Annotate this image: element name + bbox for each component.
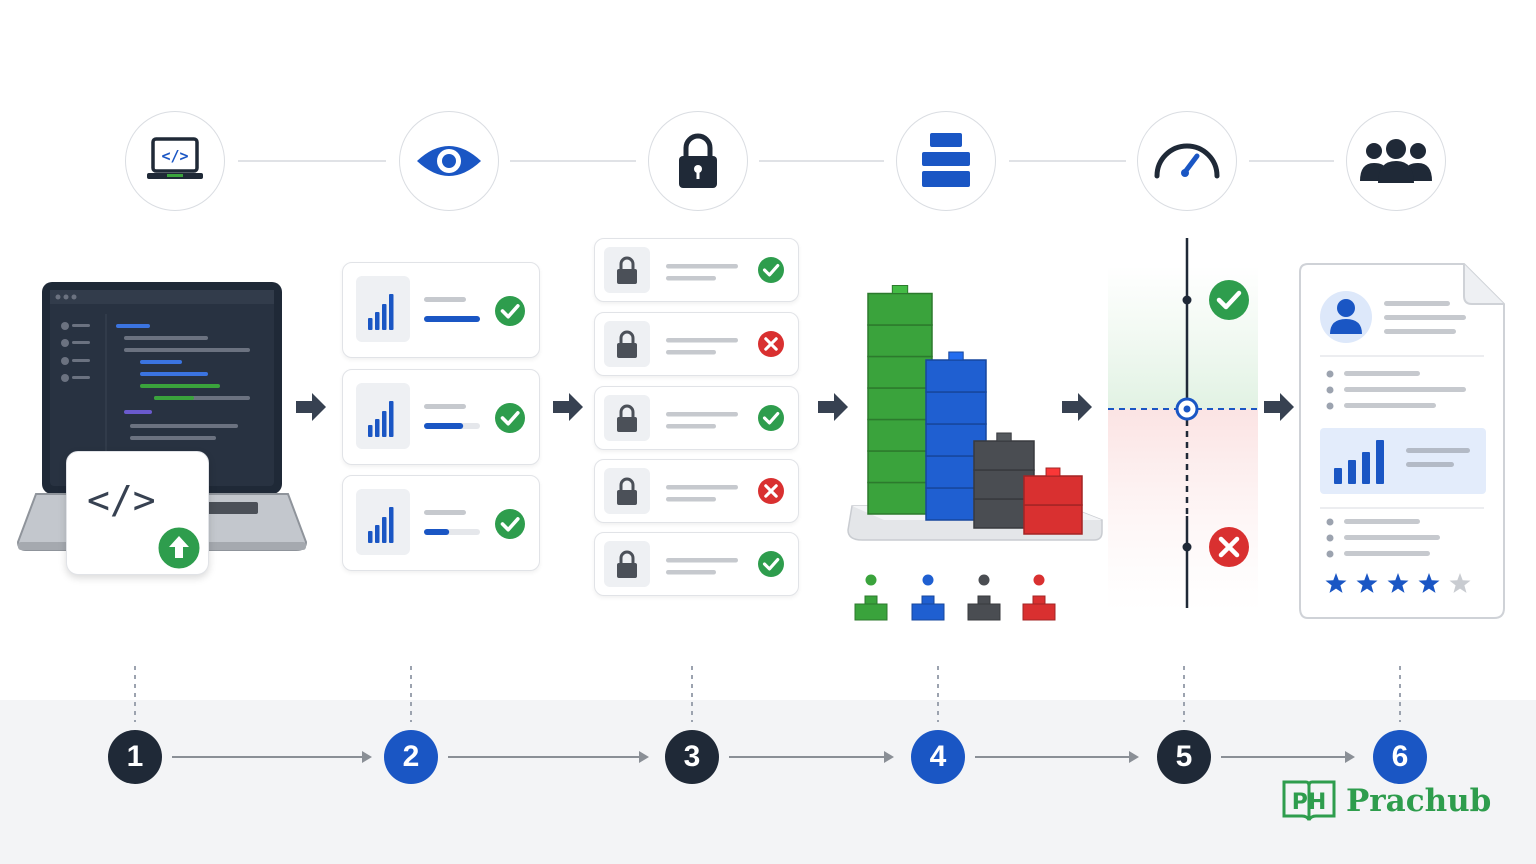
lock-icon	[617, 477, 637, 505]
block-chart	[847, 285, 1103, 621]
security-card-contents	[604, 247, 784, 587]
progress-fill	[424, 316, 480, 322]
security-row	[604, 247, 784, 293]
fail-x-icon	[1209, 527, 1249, 567]
step-5-icon-circle	[1137, 111, 1237, 211]
lock-icon	[679, 133, 717, 188]
book-logo-icon: PH	[1282, 780, 1336, 821]
eye-icon	[417, 146, 481, 176]
code-laptop-icon: </>	[147, 137, 203, 179]
threshold-gate	[1108, 238, 1258, 612]
block-bar	[1023, 467, 1083, 535]
code-upload-badge: </>	[66, 451, 209, 575]
upload-arrow-icon	[155, 524, 203, 572]
pass-check-icon	[495, 509, 525, 539]
legend-block	[967, 574, 1001, 621]
report-document	[1299, 263, 1505, 619]
block-bar	[925, 351, 987, 521]
star-icon	[1356, 573, 1378, 593]
step-1-icon-circle: </>	[125, 111, 225, 211]
step-3-number: 3	[665, 730, 719, 784]
security-row	[604, 395, 784, 441]
avatar	[1320, 291, 1372, 343]
star-icon	[1325, 573, 1347, 593]
legend-block	[854, 574, 888, 621]
rating-stars	[1325, 573, 1471, 593]
star-icon	[1387, 573, 1409, 593]
step-4-number: 4	[911, 730, 965, 784]
step-2-number: 2	[384, 730, 438, 784]
step-6-icon-circle	[1346, 111, 1446, 211]
step-1-number: 1	[108, 730, 162, 784]
progress-fill	[424, 423, 464, 429]
pass-check-icon	[758, 405, 784, 431]
pass-check-icon	[1209, 280, 1249, 320]
security-row	[604, 541, 784, 587]
pass-check-icon	[495, 296, 525, 326]
logo-letters: PH	[1292, 790, 1327, 815]
brand-logo: PH Prachub	[1280, 778, 1491, 824]
lock-icon	[617, 330, 637, 358]
pass-check-icon	[758, 551, 784, 577]
pass-check-icon	[495, 403, 525, 433]
step-3-icon-circle	[648, 111, 748, 211]
lock-icon	[617, 256, 637, 284]
step-5-number: 5	[1157, 730, 1211, 784]
security-row	[604, 468, 784, 514]
lock-icon	[617, 404, 637, 432]
top-connectors	[238, 160, 1334, 162]
check-row	[356, 276, 525, 342]
stacked-blocks-icon	[922, 133, 970, 187]
timeline-connectors	[134, 666, 1401, 763]
legend-block	[1022, 574, 1056, 621]
progress-fill	[424, 529, 450, 535]
timeline-band	[0, 700, 1536, 864]
brand-name: Prachub	[1346, 783, 1492, 819]
svg-text:</>: </>	[161, 147, 188, 165]
fail-x-icon	[758, 478, 784, 504]
fail-x-icon	[758, 331, 784, 357]
users-group-icon	[1360, 139, 1432, 183]
star-icon	[1449, 573, 1471, 593]
bar-chart-icon	[368, 507, 394, 543]
check-card-contents	[356, 276, 525, 555]
check-row	[356, 383, 525, 449]
bar-chart-icon	[368, 294, 394, 330]
step-4-icon-circle	[896, 111, 996, 211]
stage-arrows	[296, 393, 1294, 421]
step-2-icon-circle	[399, 111, 499, 211]
security-row	[604, 321, 784, 367]
speedometer-icon	[1154, 143, 1220, 179]
check-row	[356, 489, 525, 555]
code-symbol: </>	[87, 478, 156, 522]
legend-block	[911, 574, 945, 621]
star-icon	[1418, 573, 1440, 593]
bar-chart-icon	[368, 401, 394, 437]
step-6-number: 6	[1373, 730, 1427, 784]
block-bar	[867, 285, 933, 515]
pass-check-icon	[758, 257, 784, 283]
lock-icon	[617, 550, 637, 578]
